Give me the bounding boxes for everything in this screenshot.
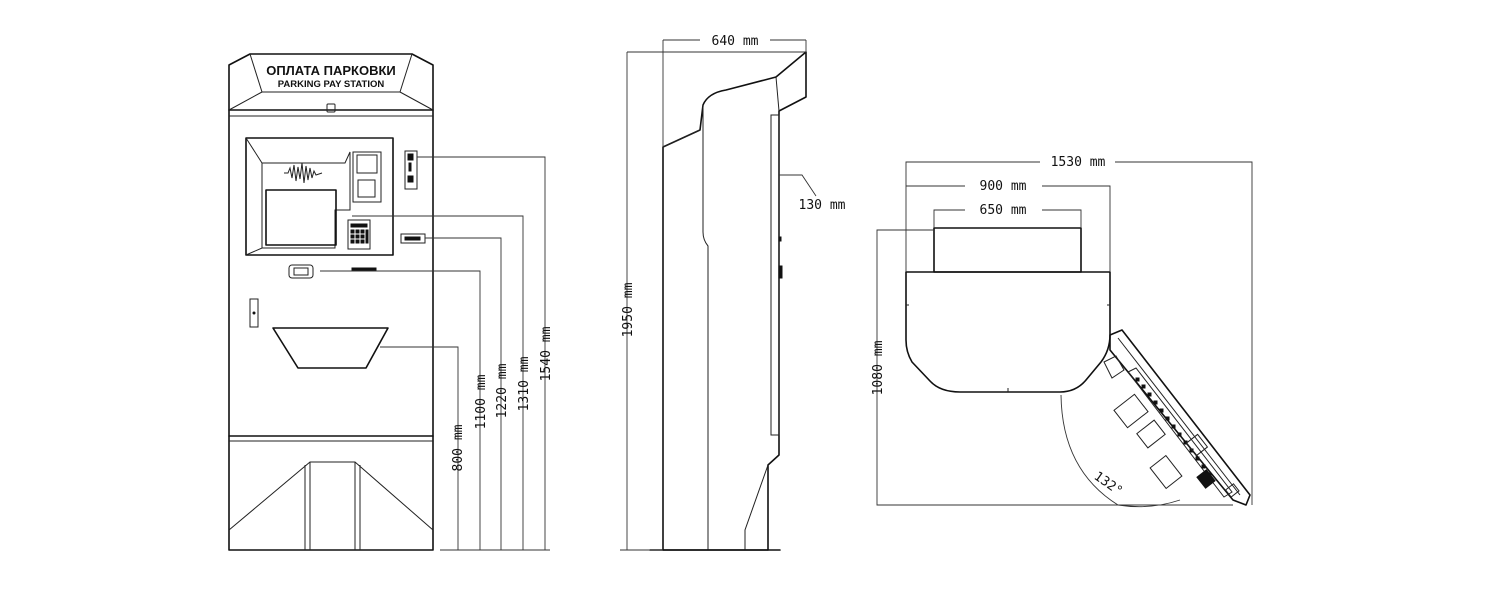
- dim-900: 900 mm: [980, 179, 1027, 194]
- dim-1080: 1080 mm: [871, 340, 886, 395]
- door-module-c: [1149, 454, 1183, 490]
- dim-1310: 1310 mm: [517, 356, 532, 411]
- door-components: [1135, 377, 1212, 477]
- door-module-b: [1136, 419, 1166, 449]
- dim-130: 130 mm: [799, 198, 846, 213]
- front-body-outline: [228, 109, 434, 551]
- dim-1220: 1220 mm: [495, 363, 510, 418]
- dim-640: 640 mm: [712, 34, 759, 49]
- front-card-reader-panel: [352, 151, 382, 203]
- dim-650: 650 mm: [980, 203, 1027, 218]
- dim-1950: 1950 mm: [621, 282, 636, 337]
- top-body-outline: [905, 271, 1111, 393]
- dim-800: 800 mm: [451, 424, 466, 471]
- top-view: 132° 1530 mm 900 mm 650 mm 1080 mm: [871, 155, 1253, 508]
- door-module-a: [1113, 393, 1149, 429]
- bill-acceptor: [400, 233, 426, 244]
- side-view: 640 mm 1950 mm 130 mm: [620, 34, 846, 551]
- ticket-slot: [288, 264, 314, 279]
- front-dimensions: 800 mm 1100 mm 1220 mm 1310 mm 1540 mm: [320, 156, 554, 551]
- front-main-display: [265, 189, 337, 246]
- sign-title-en: PARKING PAY STATION: [278, 79, 385, 90]
- keypad: [347, 219, 371, 250]
- side-dimensions: 640 mm 1950 mm 130 mm: [620, 34, 846, 551]
- front-base: [228, 461, 434, 531]
- side-body-outline: [662, 51, 807, 551]
- door-lock: [249, 298, 259, 328]
- dim-1540: 1540 mm: [539, 326, 554, 381]
- change-tray: [272, 327, 389, 369]
- dim-1530: 1530 mm: [1051, 155, 1106, 170]
- dim-1100: 1100 mm: [474, 374, 489, 429]
- coin-slot: [404, 150, 418, 190]
- front-view: ОПЛАТА ПАРКОВКИ PARKING PAY STATION: [228, 53, 554, 551]
- top-open-door: [1103, 329, 1251, 506]
- dim-132-deg: 132°: [1091, 469, 1125, 499]
- top-dimensions: 1530 mm 900 mm 650 mm 1080 mm: [871, 155, 1253, 506]
- front-sign-housing: [228, 53, 434, 111]
- front-screen-bezel: [245, 137, 394, 256]
- front-sign-lamp: [326, 103, 336, 113]
- side-door-edge: [770, 114, 780, 436]
- top-rear-box: [933, 227, 1082, 273]
- speaker-icon: [284, 162, 323, 184]
- sign-title-ru: ОПЛАТА ПАРКОВКИ: [266, 63, 396, 78]
